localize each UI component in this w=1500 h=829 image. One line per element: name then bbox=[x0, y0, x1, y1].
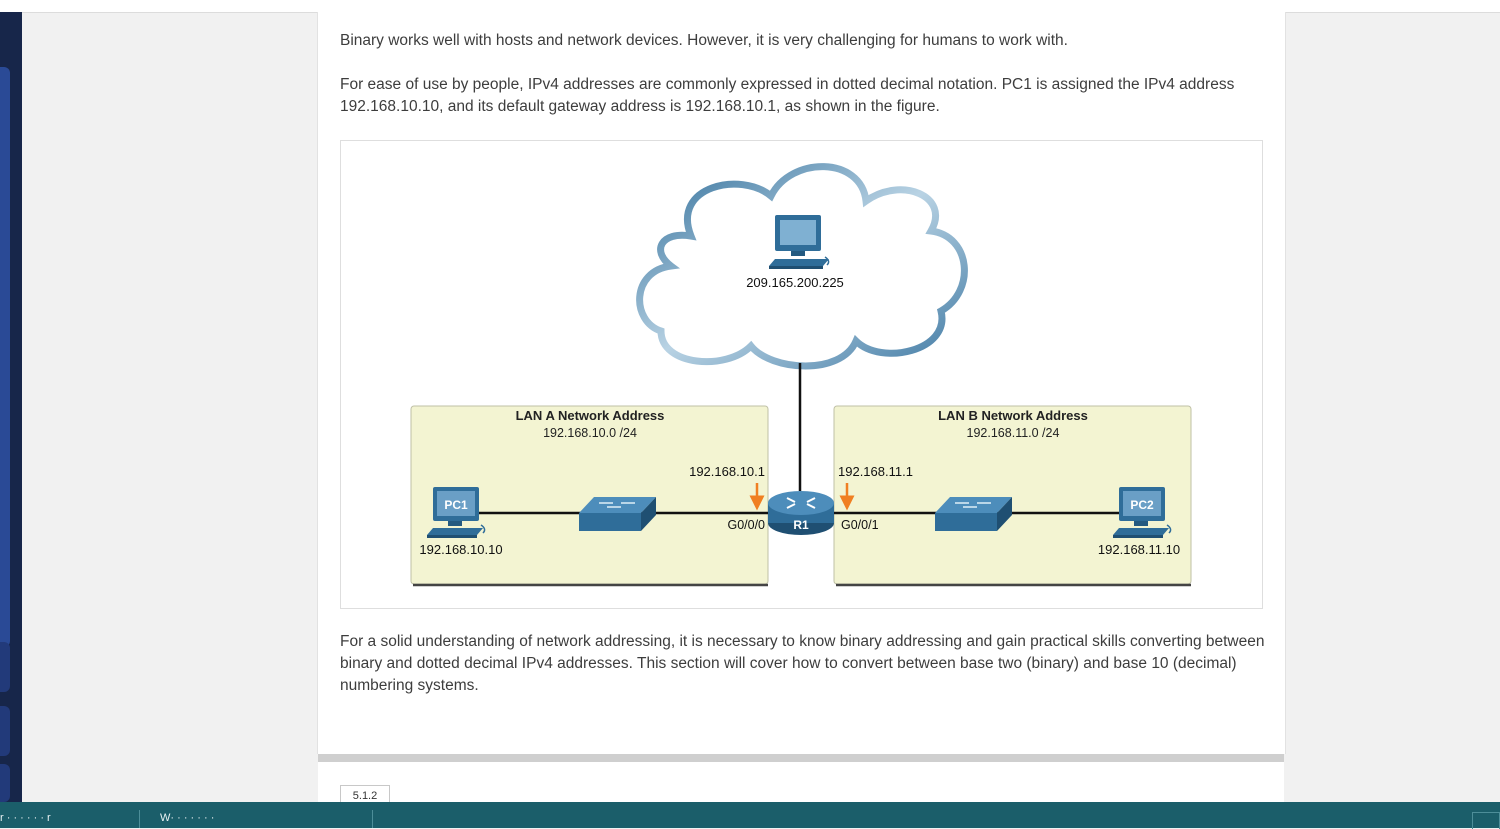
pc1-label: PC1 bbox=[444, 498, 468, 512]
lan-a-interface: G0/0/0 bbox=[727, 518, 765, 532]
taskbar: r · · · · · · r W· · · · · · · bbox=[0, 802, 1500, 829]
taskbar-item[interactable]: r · · · · · · r bbox=[0, 812, 51, 824]
left-rail-tab[interactable] bbox=[0, 764, 10, 802]
intro-paragraph: Binary works well with hosts and network… bbox=[340, 32, 1068, 49]
router-r1-icon bbox=[768, 491, 834, 535]
left-navigation-rail[interactable] bbox=[0, 12, 22, 802]
next-section-card bbox=[318, 762, 1284, 804]
lan-b-interface: G0/0/1 bbox=[841, 518, 879, 532]
left-rail-tab[interactable] bbox=[0, 706, 10, 756]
binary-addressing-paragraph: For a solid understanding of network add… bbox=[340, 633, 1265, 694]
dotted-decimal-paragraph: For ease of use by people, IPv4 addresse… bbox=[340, 76, 1235, 115]
lan-b-gateway-ip: 192.168.11.1 bbox=[838, 464, 913, 479]
lan-b-network: 192.168.11.0 /24 bbox=[967, 426, 1060, 440]
network-figure: 209.165.200.225 LAN A Network Address 19… bbox=[340, 140, 1263, 609]
pc2-computer-icon bbox=[1113, 487, 1172, 538]
lan-a-network: 192.168.10.0 /24 bbox=[543, 426, 637, 440]
router-label: R1 bbox=[793, 518, 809, 532]
switch-b-icon bbox=[935, 497, 1012, 531]
network-topology-diagram: 209.165.200.225 LAN A Network Address 19… bbox=[410, 163, 1192, 587]
section-divider bbox=[318, 754, 1284, 762]
lan-a-gateway-ip: 192.168.10.1 bbox=[689, 464, 765, 479]
section-number-badge[interactable]: 5.1.2 bbox=[340, 785, 390, 805]
pc2-ip: 192.168.11.10 bbox=[1098, 542, 1180, 557]
internet-host-ip: 209.165.200.225 bbox=[746, 275, 844, 290]
taskbar-item[interactable]: W· · · · · · · bbox=[160, 812, 215, 824]
lan-a-title: LAN A Network Address bbox=[516, 408, 665, 423]
pc1-ip: 192.168.10.10 bbox=[419, 542, 502, 557]
lan-b-title: LAN B Network Address bbox=[938, 408, 1088, 423]
left-rail-accent bbox=[0, 67, 10, 647]
pc1-computer-icon bbox=[427, 487, 486, 538]
taskbar-tray-button[interactable] bbox=[1472, 812, 1500, 829]
internet-host-computer-icon bbox=[769, 215, 830, 269]
pc2-label: PC2 bbox=[1130, 498, 1154, 512]
switch-a-icon bbox=[579, 497, 656, 531]
left-rail-tab[interactable] bbox=[0, 642, 10, 692]
